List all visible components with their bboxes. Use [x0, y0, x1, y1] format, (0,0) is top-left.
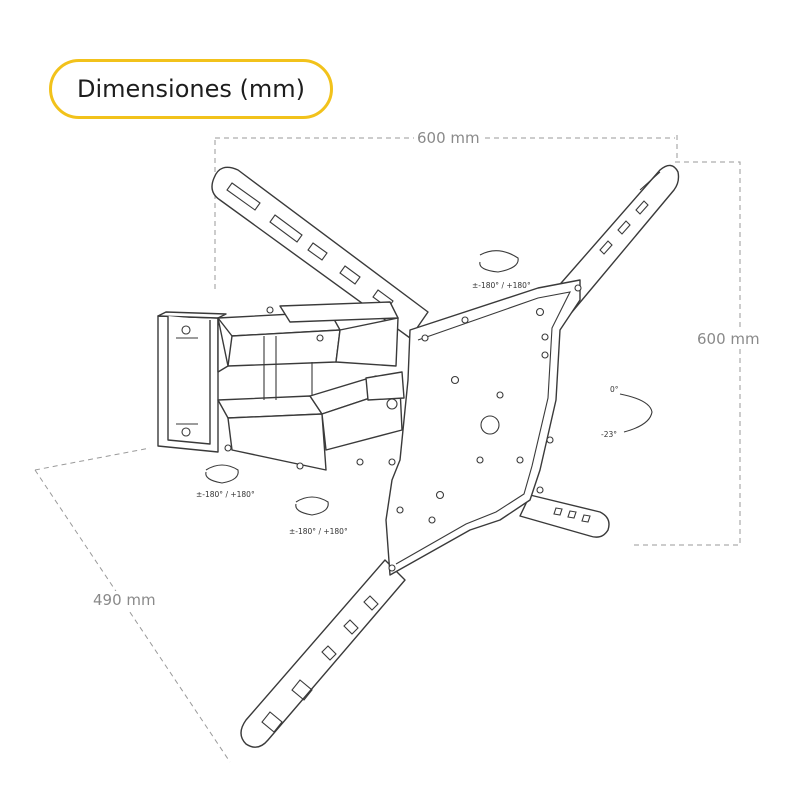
wall-plate: [157, 311, 227, 453]
arm-upper-right: [554, 164, 680, 313]
tilt-bottom-label: -23°: [601, 430, 617, 439]
tilt-top-label: 0°: [610, 385, 619, 394]
width-dimension-label: 600 mm: [414, 129, 483, 147]
top-swivel-label: ±-180° / +180°: [472, 281, 531, 290]
arm-swivel-2-label: ±-180° / +180°: [289, 527, 348, 536]
rotation-arrows: [205, 250, 653, 516]
arm-swivel-1-label: ±-180° / +180°: [196, 490, 255, 499]
arm-lower-right: [519, 494, 610, 538]
arm-upper-left: [211, 166, 429, 339]
depth-dimension-label: 490 mm: [90, 591, 159, 609]
title-badge: Dimensiones (mm): [49, 59, 333, 119]
height-dimension-label: 600 mm: [694, 330, 763, 348]
vesa-plate: [385, 279, 582, 576]
swing-arms: [217, 301, 405, 471]
arm-lower-left: [240, 559, 406, 748]
